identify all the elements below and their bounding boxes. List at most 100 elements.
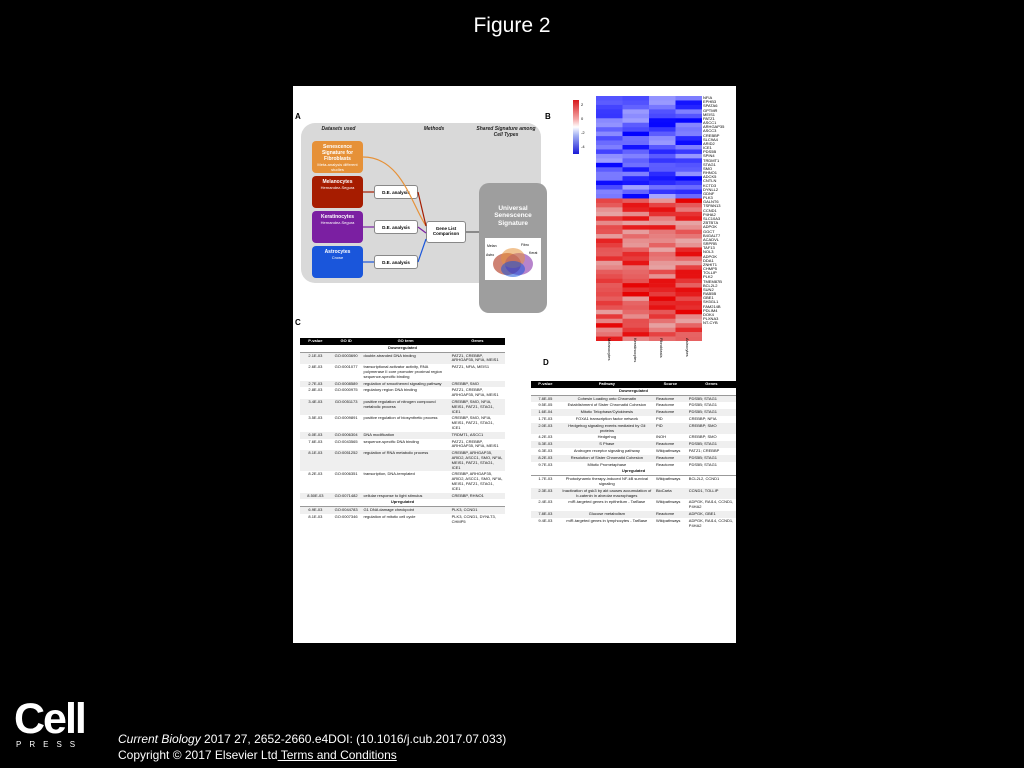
heatmap-cell [649, 113, 676, 119]
heatmap-cell [649, 189, 676, 195]
heatmap-cell [596, 194, 623, 199]
heatmap-cell [675, 127, 702, 132]
table-cell: GO:0003690 [330, 352, 362, 365]
gene-label: DDA1 [703, 257, 714, 263]
gene-label: ASCC1 [703, 120, 717, 126]
heatmap-cell [596, 251, 623, 257]
heatmap-cell [649, 229, 676, 235]
table-cell: transcription, DNA-templated [363, 471, 415, 477]
table-cell: 8.1E-03 [308, 513, 323, 519]
table-cell: CREBBP; SMO [688, 434, 717, 440]
table-cell: INOH [655, 434, 666, 440]
gene-label: CHMP5 [703, 266, 718, 272]
heatmap-cell [649, 171, 676, 177]
heatmap-cell [649, 100, 676, 106]
gene-label: SRPRB [703, 241, 717, 247]
heatmap-cell [675, 243, 702, 248]
heatmap-cell [596, 278, 623, 284]
heatmap-cell [622, 131, 649, 137]
heatmap-cell [596, 176, 623, 181]
heatmap-cell [649, 296, 676, 302]
heatmap-cell [675, 162, 702, 168]
heatmap-cell [622, 127, 649, 132]
table-cell: Androgen receptor signaling pathway [573, 447, 640, 453]
heatmap-cell [596, 265, 623, 271]
col-head-datasets: Datasets used [321, 126, 356, 132]
heatmap-cell [649, 145, 676, 150]
table-section-header: Upregulated [300, 499, 505, 508]
gene-list-comparison-box: Gene List Comparison [426, 221, 466, 243]
gene-label: SPIN4 [703, 153, 715, 159]
gene-label: TMEM87B [703, 278, 722, 284]
heatmap-column-labels: Melanocytes Keratinocytes Fibroblasts As… [603, 338, 703, 378]
heatmap-cell [622, 180, 649, 186]
heatmap-cell [649, 180, 676, 186]
heatmap-cell [622, 336, 649, 341]
table-cell: 1.7E-03 [538, 415, 553, 421]
heatmap-cell [649, 336, 676, 341]
heatmap-cell [596, 185, 623, 190]
heatmap-cell [649, 287, 676, 293]
table-section-header: Downregulated [300, 344, 505, 353]
table-cell: Cohesin Loading onto Chromatin [559, 395, 654, 403]
heatmap-cell [649, 292, 676, 297]
heatmap-cell [675, 336, 702, 341]
table-cell: FOXA1 transcription factor network [575, 415, 638, 421]
heatmap-cell [622, 260, 649, 266]
heatmap-cell [596, 314, 623, 320]
table-cell: PDS5B; STAG1 [686, 441, 736, 448]
heatmap-cell [622, 283, 649, 288]
table-cell: CCND1, TOLLIP [686, 487, 736, 500]
heatmap-cell [622, 238, 649, 244]
heatmap-cell [675, 202, 702, 208]
heatmap-cell [596, 296, 623, 302]
gene-label: ZBTB7A [703, 220, 719, 226]
heatmap-cell [596, 287, 623, 293]
heatmap-cell [675, 296, 702, 302]
heatmap-cell [622, 305, 649, 311]
table-cell: 3.4E-03 [300, 398, 331, 416]
heatmap-cell [649, 247, 676, 253]
panel-label-a: A [295, 112, 301, 121]
gene-label: SUN2 [703, 286, 714, 292]
table-cell: CREBBP, SMO, NFIA, MEIS1, PATZ1, STAG1, … [451, 415, 494, 430]
heatmap-cell [649, 314, 676, 320]
heatmap-cell [649, 327, 676, 333]
gene-label: ZNHIT1 [703, 261, 717, 267]
figure-image: A Datasets used Methods Shared Signature… [293, 86, 736, 643]
heatmap-cell [675, 274, 702, 279]
heatmap-cell [622, 220, 649, 226]
terms-link[interactable]: Terms and Conditions [277, 748, 397, 762]
universal-signature-box: Universal Senescence Signature Melan Fib… [479, 183, 547, 313]
heatmap-cell [649, 158, 676, 164]
heatmap-cell [596, 153, 623, 159]
heatmap-cell [622, 251, 649, 257]
heatmap-cell [622, 327, 649, 333]
table-cell: sequence-specific DNA binding [363, 438, 419, 444]
gene-label: CNTLN [703, 178, 717, 184]
table-cell: 2.3E-03 [531, 487, 560, 500]
heatmap-cell [622, 292, 649, 297]
table-cell: 2.6E-03 [308, 364, 323, 370]
table-row: 1.7E-03 FOXA1 transcription factor networ… [531, 416, 736, 423]
heatmap-cell [622, 269, 649, 275]
heatmap-cell [675, 269, 702, 275]
heatmap-cell [622, 149, 649, 155]
table-cell: regulation of smoothened signaling pathw… [361, 380, 450, 388]
heatmap-cell [596, 323, 623, 328]
table-cell: 3.5E-03 [308, 415, 323, 421]
col-header: GO term [361, 338, 450, 345]
gene-label: ADCK5 [703, 174, 717, 180]
gene-label: TOLLIP [703, 270, 717, 276]
section-label: Upregulated [531, 468, 736, 477]
table-cell: 6.3E-03 [538, 447, 553, 453]
heatmap-cell [596, 207, 623, 213]
table-cell: ADPGK, GBE1 [686, 510, 736, 518]
heatmap-colorbar [573, 100, 579, 154]
